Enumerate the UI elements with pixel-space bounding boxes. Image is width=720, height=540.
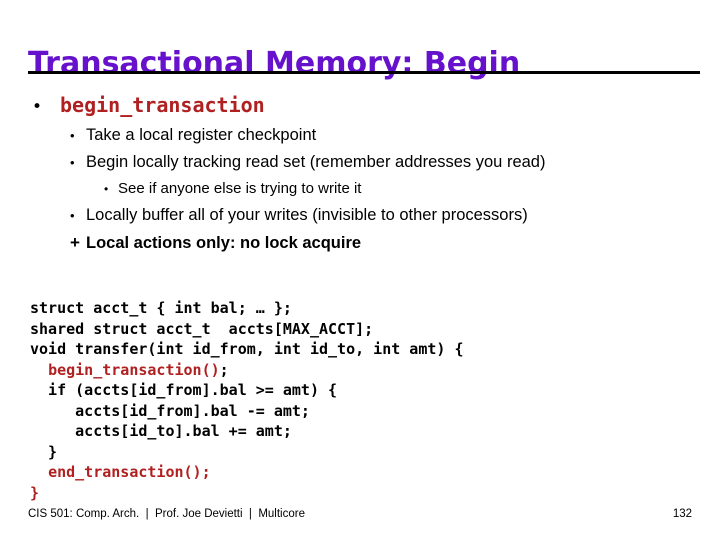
page-title: Transactional Memory: Begin (28, 46, 521, 82)
bullet-marker-icon: • (104, 182, 109, 196)
code-line: end_transaction(); (30, 462, 463, 483)
plus-marker-icon: + (70, 233, 80, 252)
code-token (30, 361, 48, 379)
code-line: } (30, 483, 463, 504)
bullet-item-1: • Take a local register checkpoint (28, 122, 700, 149)
code-token: begin_transaction() (48, 360, 220, 379)
footer-course-info: CIS 501: Comp. Arch. | Prof. Joe Deviett… (28, 508, 305, 520)
code-line: if (accts[id_from].bal >= amt) { (30, 380, 463, 401)
slide-footer: CIS 501: Comp. Arch. | Prof. Joe Deviett… (28, 508, 700, 520)
code-line: accts[id_from].bal -= amt; (30, 401, 463, 422)
code-token: void transfer(int id_from, int id_to, in… (30, 340, 464, 358)
title-divider (28, 71, 700, 74)
bullet-item-label: begin_transaction (60, 93, 265, 117)
code-token: end_transaction(); (48, 463, 211, 481)
bullet-item-label: Begin locally tracking read set (remembe… (86, 153, 546, 171)
bullet-item-label: See if anyone else is trying to write it (118, 180, 362, 197)
code-token: accts[id_to].bal += amt; (30, 422, 292, 440)
bullet-item-label: Locally buffer all of your writes (invis… (86, 206, 528, 224)
bullet-item-label: Local actions only: no lock acquire (86, 234, 362, 252)
code-line: begin_transaction(); (30, 360, 463, 381)
code-block: struct acct_t { int bal; … }; shared stru… (30, 298, 463, 503)
bullet-list: • begin_transaction • Take a local register… (28, 90, 700, 257)
code-token: shared struct acct_t accts[MAX_ACCT]; (30, 319, 374, 338)
bullet-marker-icon: • (70, 128, 75, 143)
code-token: if (accts[id_from].bal >= amt) { (30, 381, 338, 399)
bullet-item-5: + Local actions only: no lock acquire (28, 229, 700, 257)
code-line: shared struct acct_t accts[MAX_ACCT]; (30, 319, 463, 340)
code-line: accts[id_to].bal += amt; (30, 421, 463, 442)
bullet-marker-icon: • (70, 208, 75, 223)
code-token: } (30, 442, 58, 461)
code-token: struct acct_t { int bal; … }; (30, 299, 292, 317)
code-line: struct acct_t { int bal; … }; (30, 298, 463, 319)
code-token: ; (219, 360, 229, 379)
bullet-marker-icon: • (32, 97, 43, 117)
code-line: } (30, 442, 463, 463)
bullet-item-2: • Begin locally tracking read set (rememb… (28, 149, 700, 176)
code-token: } (30, 483, 40, 502)
bullet-item-3: • See if anyone else is trying to write i… (28, 176, 700, 202)
bullet-item-label: Take a local register checkpoint (86, 126, 317, 144)
footer-page-number: 132 (672, 508, 692, 520)
code-line: void transfer(int id_from, int id_to, in… (30, 339, 463, 360)
bullet-item-4: • Locally buffer all of your writes (invi… (28, 202, 700, 229)
bullet-item-0: • begin_transaction (28, 90, 700, 122)
bullet-marker-icon: • (70, 155, 75, 170)
code-token: accts[id_from].bal -= amt; (30, 401, 310, 420)
code-token (30, 463, 48, 481)
